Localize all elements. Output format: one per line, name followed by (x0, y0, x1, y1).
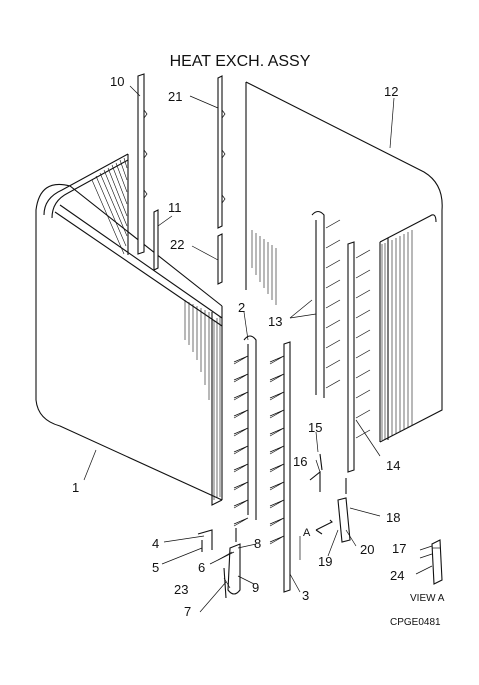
diagram-title: HEAT EXCH. ASSY (170, 53, 311, 70)
callout-13: 13 (268, 314, 282, 329)
callout-19: 19 (318, 554, 332, 569)
side-plate-11 (153, 209, 159, 271)
lower-right-fittings (299, 453, 351, 560)
view-a-detail (419, 539, 443, 585)
callout-9: 9 (252, 580, 259, 595)
callout-14: 14 (386, 458, 400, 473)
callout-20: 20 (360, 542, 374, 557)
callout-labels: 10 21 12 11 22 2 13 15 16 14 1 18 4 8 20… (72, 74, 406, 619)
front-coil-fin-hatch (91, 157, 128, 255)
callout-23: 23 (174, 582, 188, 597)
arrow-label: A (303, 527, 311, 539)
callout-10: 10 (110, 74, 124, 89)
callout-24: 24 (390, 568, 404, 583)
callout-18: 18 (386, 510, 400, 525)
side-plate-21 (217, 75, 226, 229)
callout-1: 1 (72, 480, 79, 495)
callout-12: 12 (384, 84, 398, 99)
left-return-bends (233, 335, 291, 593)
front-coil-panel (35, 153, 223, 506)
callout-7: 7 (184, 604, 191, 619)
callout-22: 22 (170, 237, 184, 252)
leader-lines (83, 85, 440, 613)
callout-2: 2 (238, 300, 245, 315)
side-plate-10 (137, 73, 148, 255)
callout-3: 3 (302, 588, 309, 603)
rear-coil-panel (245, 81, 443, 443)
callout-5: 5 (152, 560, 159, 575)
callout-15: 15 (308, 420, 322, 435)
drawing-code: CPGE0481 (390, 617, 441, 628)
callout-16: 16 (293, 454, 307, 469)
right-return-bends (311, 210, 371, 473)
callout-4: 4 (152, 536, 159, 551)
view-a-arrow: A (303, 519, 333, 539)
callout-17: 17 (392, 541, 406, 556)
callout-6: 6 (198, 560, 205, 575)
side-plate-22 (217, 233, 223, 285)
callout-8: 8 (254, 536, 261, 551)
view-a-caption: VIEW A (410, 593, 445, 604)
callout-21: 21 (168, 89, 182, 104)
callout-11: 11 (168, 200, 182, 215)
